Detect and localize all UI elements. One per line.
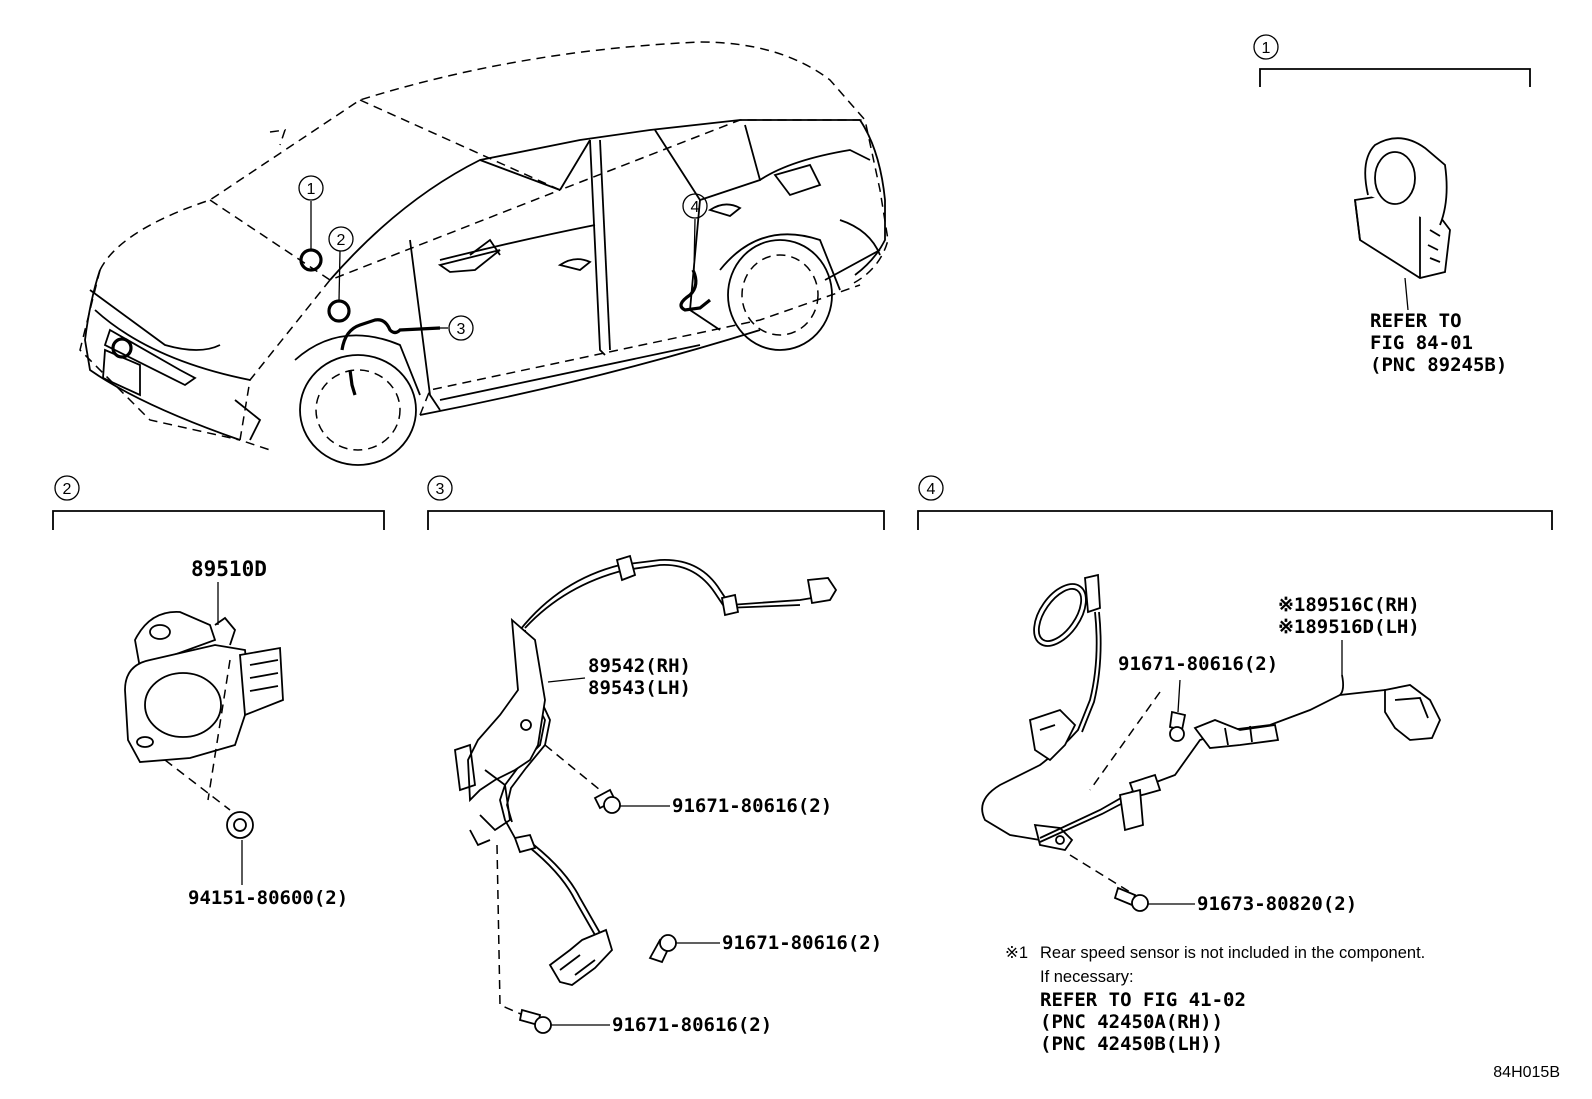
section3-part-rh-label: 89542(RH) bbox=[588, 655, 691, 677]
section-2: 2 89510D 94151-80600(2) bbox=[52, 475, 385, 909]
section2-part-sensor-label: 89510D bbox=[191, 557, 267, 581]
vehicle-illustration bbox=[79, 41, 889, 466]
airbag-sensor-module bbox=[1353, 137, 1451, 279]
section2-part-nut-label: 94151-80600(2) bbox=[188, 887, 348, 909]
section-1: 1 REFER TO FIG 84-01 (PNC 89245B) bbox=[1253, 34, 1531, 376]
front-speed-sensor-harness bbox=[454, 554, 838, 986]
car-marker-3: 3 bbox=[448, 315, 474, 341]
section2-marker-label: 2 bbox=[63, 481, 72, 498]
section4-marker-label: 4 bbox=[927, 481, 936, 498]
markers-m1-label: 1 bbox=[307, 181, 316, 198]
section4-note-line5-label: (PNC 42450B(LH)) bbox=[1040, 1033, 1223, 1055]
markers-m3-label: 3 bbox=[457, 321, 466, 338]
car-marker-1: 1 bbox=[298, 175, 324, 201]
nut bbox=[226, 811, 254, 839]
section3-part-lh-label: 89543(LH) bbox=[588, 677, 691, 699]
section4-note-line1-label: Rear speed sensor is not included in the… bbox=[1040, 944, 1425, 962]
section4-bolt-a-label: 91671-80616(2) bbox=[1118, 653, 1278, 675]
bolt-c bbox=[518, 1008, 552, 1034]
bolt-b bbox=[648, 934, 677, 964]
section3-marker-label: 3 bbox=[436, 481, 445, 498]
bolt-a bbox=[593, 788, 621, 814]
rear-bolt-a bbox=[1169, 710, 1187, 742]
figure-code: 84H015B bbox=[1493, 1064, 1560, 1081]
section4-note-line4-label: (PNC 42450A(RH)) bbox=[1040, 1011, 1223, 1033]
section-3: 3 89542(RH) 89543(LH) bbox=[427, 475, 885, 1036]
section1-marker-label: 1 bbox=[1262, 40, 1271, 57]
section-4: 4 ※189516C(RH) ※189516D(L bbox=[917, 475, 1553, 1055]
yaw-rate-sensor bbox=[124, 611, 284, 763]
markers-m4-label: 4 bbox=[691, 199, 700, 216]
section4-note-mark-label: ※1 bbox=[1005, 944, 1028, 962]
rear-speed-sensor-harness bbox=[981, 573, 1441, 851]
section4-bolt-b-label: 91673-80820(2) bbox=[1197, 893, 1357, 915]
section4-part-rh-label: ※189516C(RH) bbox=[1278, 594, 1420, 616]
section1-refer-line1-label: REFER TO bbox=[1370, 310, 1462, 332]
rear-bolt-b bbox=[1113, 886, 1149, 912]
section4-part-lh-label: ※189516D(LH) bbox=[1278, 616, 1420, 638]
car-marker-4: 4 bbox=[682, 193, 708, 219]
section4-note-line3-label: REFER TO FIG 41-02 bbox=[1040, 989, 1246, 1011]
section3-bolt-b-label: 91671-80616(2) bbox=[722, 932, 882, 954]
markers-m2-label: 2 bbox=[337, 232, 346, 249]
car-marker-2: 2 bbox=[328, 226, 354, 252]
section4-note-line2-label: If necessary: bbox=[1040, 968, 1134, 986]
section1-refer-line2-label: FIG 84-01 bbox=[1370, 332, 1473, 354]
section1-refer-line3-label: (PNC 89245B) bbox=[1370, 354, 1507, 376]
section3-bolt-c-label: 91671-80616(2) bbox=[612, 1014, 772, 1036]
section3-bolt-a-label: 91671-80616(2) bbox=[672, 795, 832, 817]
